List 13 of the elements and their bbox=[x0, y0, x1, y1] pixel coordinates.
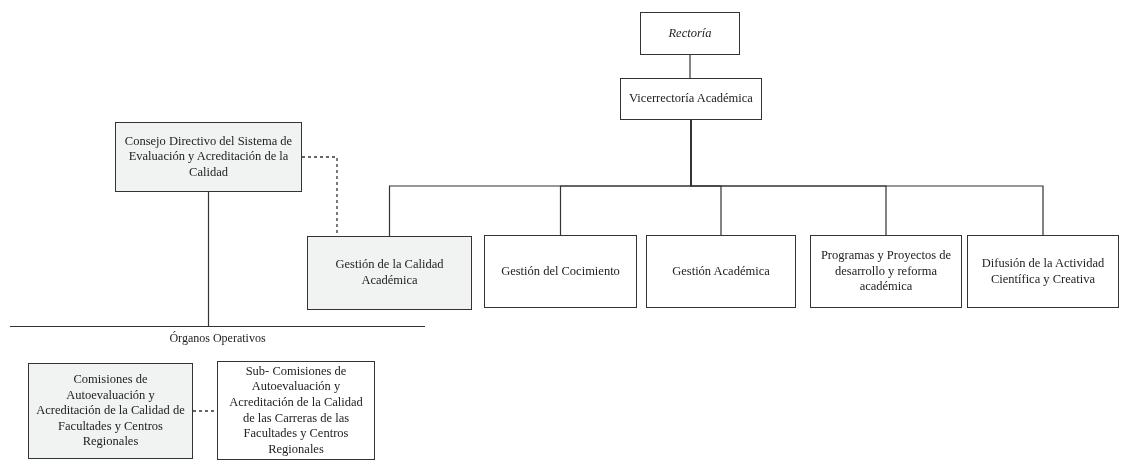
connector-line bbox=[207, 191, 210, 327]
connector-line bbox=[689, 54, 691, 79]
org-unit-box: Rectoría bbox=[640, 12, 740, 55]
org-unit-box: Sub- Comisiones de Autoevaluación y Acreditación de la Calidad de las Carreras de las Facultades y Centros Regionales bbox=[217, 361, 375, 460]
org-unit-box: Vicerrectoría Académica bbox=[620, 78, 762, 120]
org-unit-box: Programas y Proyectos de desarrollo y reforma académica bbox=[810, 235, 962, 308]
group-header-band: Órganos Operativos bbox=[10, 326, 425, 350]
org-unit-box: Gestión de la Calidad Académica bbox=[307, 236, 472, 310]
org-unit-box: Gestión del Cocimiento bbox=[484, 235, 637, 308]
org-unit-box: Comisiones de Autoevaluación y Acreditación de la Calidad de Facultades y Centros Regionales bbox=[28, 363, 193, 459]
org-unit-box: Gestión Académica bbox=[646, 235, 796, 308]
org-unit-box: Difusión de la Actividad Científica y Creativa bbox=[967, 235, 1119, 308]
org-unit-box: Consejo Directivo del Sistema de Evaluación y Acreditación de la Calidad bbox=[115, 122, 302, 192]
